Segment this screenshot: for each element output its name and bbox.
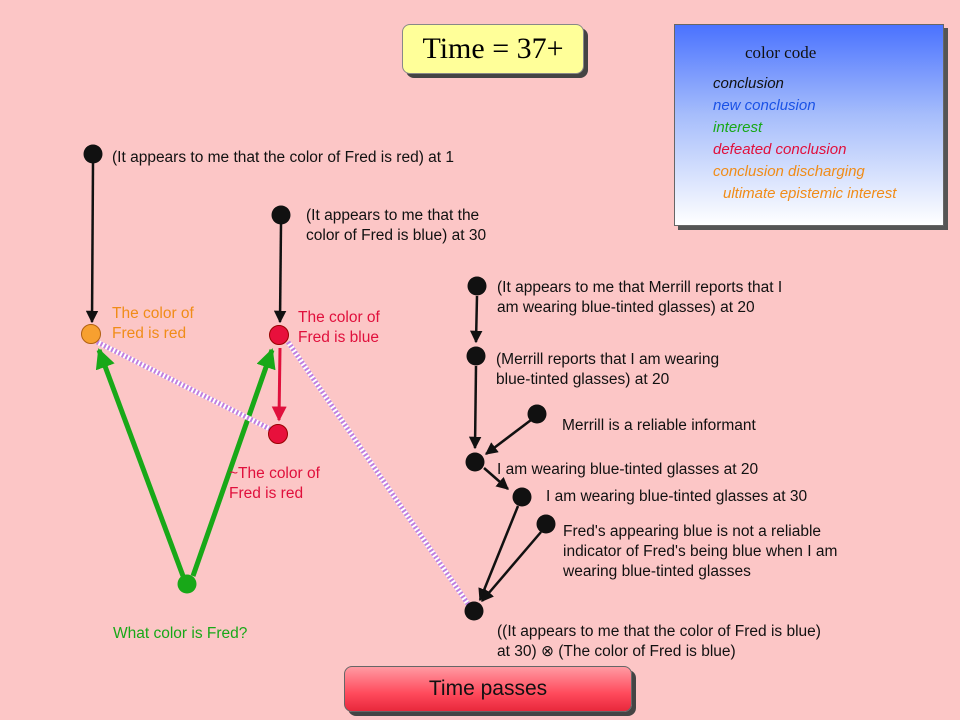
node-red-conclusion (81, 324, 101, 344)
node-n8 (536, 514, 556, 534)
legend-title: color code (745, 43, 817, 62)
label-n7: I am wearing blue-tinted glasses at 30 (546, 488, 808, 505)
link-n1-red (85, 162, 99, 324)
time-passes-button[interactable]: Time passes (344, 666, 632, 712)
defeat-red-notred-pattern (95, 339, 274, 433)
label-n9: ((It appears to me that the color of Fre… (497, 623, 821, 660)
legend-defeated-conclusion: defeated conclusion (713, 141, 847, 158)
link-n4-n6 (468, 365, 482, 450)
label-n1: (It appears to me that the color of Fred… (112, 149, 455, 166)
node-question (177, 574, 197, 594)
link-n7-n9 (478, 505, 520, 602)
legend-interest: interest (713, 119, 763, 136)
label-n5: Merrill is a reliable informant (562, 417, 756, 434)
defeat-blue-n9-pattern (285, 340, 471, 606)
link-blue-notred (271, 347, 287, 422)
node-n3 (467, 276, 487, 296)
node-n5 (527, 404, 547, 424)
link-n6-n7 (483, 467, 509, 490)
node-n2 (271, 205, 291, 225)
node-not-red (268, 424, 288, 444)
legend-ultimate-interest: ultimate epistemic interest (723, 185, 897, 202)
node-n6 (465, 452, 485, 472)
node-n7 (512, 487, 532, 507)
node-n4 (466, 346, 486, 366)
color-code-legend: color code conclusion new conclusion int… (674, 24, 944, 226)
legend-conclusion: conclusion (713, 75, 784, 92)
node-n9 (464, 601, 484, 621)
label-question: What color is Fred? (113, 625, 248, 642)
link-n2-blue (273, 223, 287, 324)
legend-conclusion-discharging: conclusion discharging (713, 163, 865, 180)
label-n3: (It appears to me that Merrill reports t… (497, 279, 783, 316)
link-question-blue (190, 348, 276, 577)
time-label: Time = 37+ (402, 24, 584, 74)
link-question-red (95, 348, 186, 577)
link-n8-n9 (481, 531, 542, 602)
label-n6: I am wearing blue-tinted glasses at 20 (497, 461, 759, 478)
link-n3-n4 (469, 295, 483, 344)
link-n5-n6 (485, 419, 532, 455)
node-n1 (83, 144, 103, 164)
legend-new-conclusion: new conclusion (713, 97, 816, 114)
node-blue-conclusion (269, 325, 289, 345)
